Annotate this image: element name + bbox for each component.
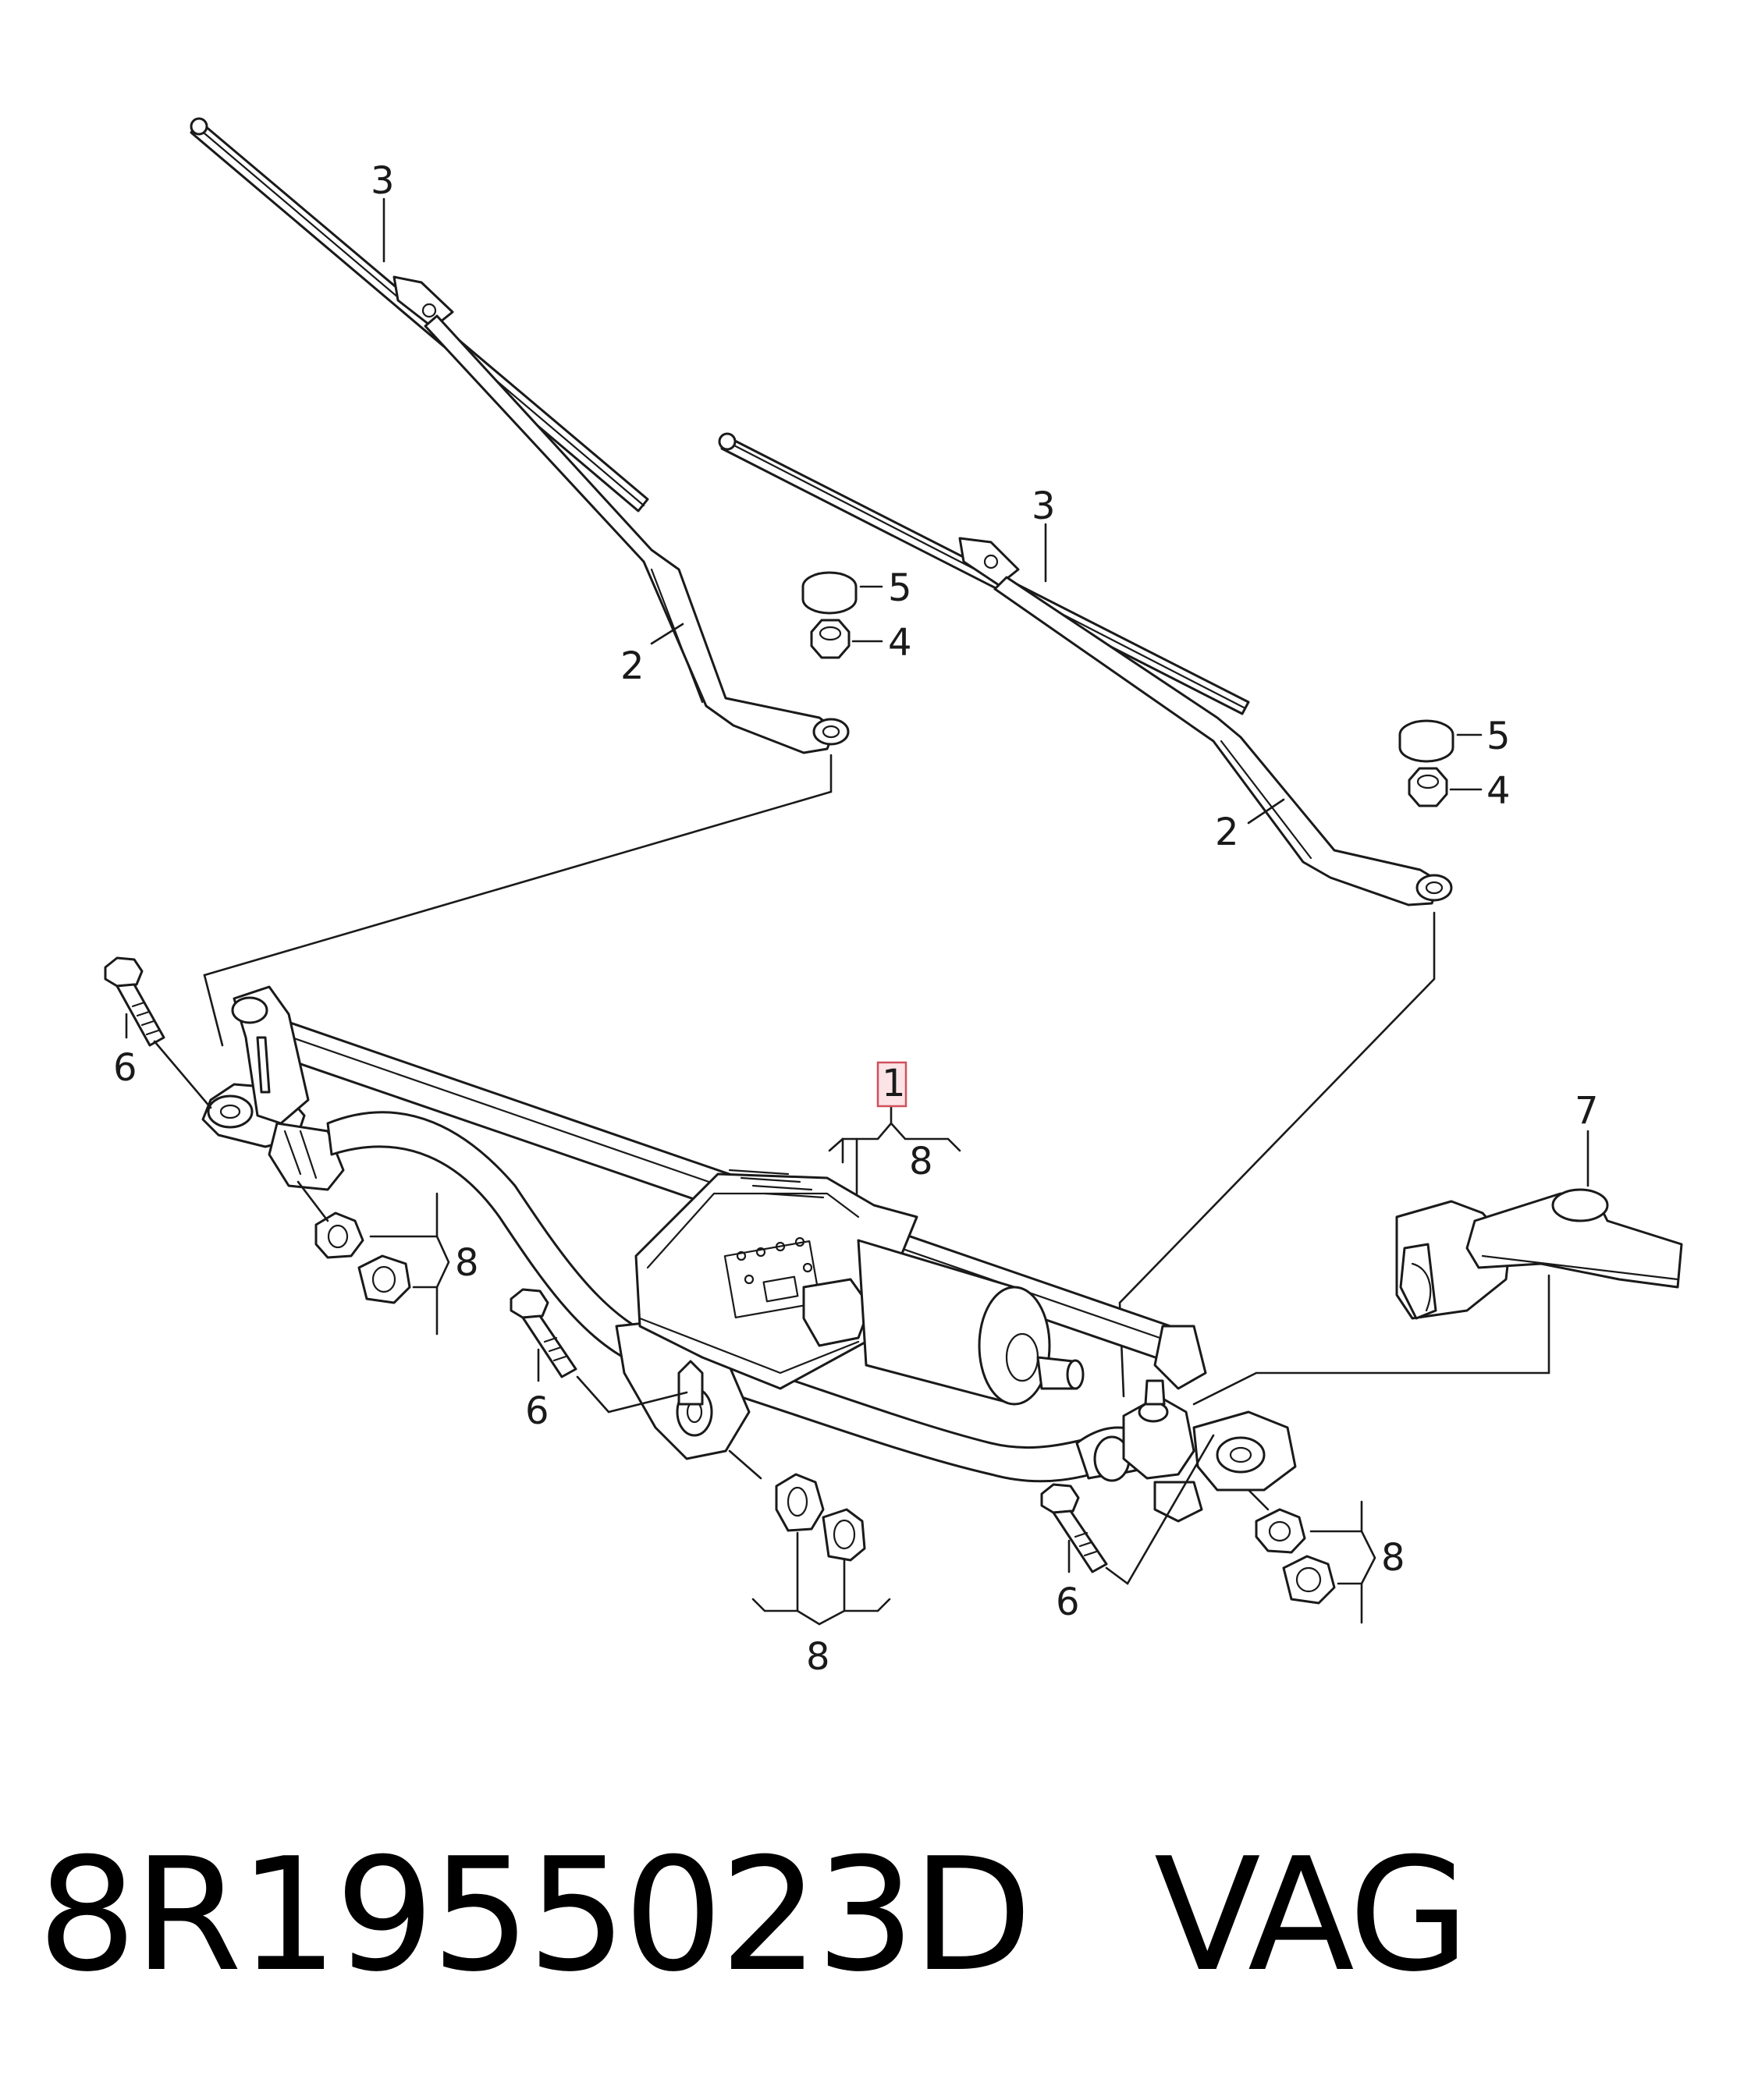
callout-5-left[interactable]: 5 xyxy=(888,566,912,610)
callout-8-left[interactable]: 8 xyxy=(455,1241,479,1285)
callout-6-middle[interactable]: 6 xyxy=(525,1389,549,1433)
leader-arm-left-to-spindle xyxy=(203,754,833,1047)
callout-8-right[interactable]: 8 xyxy=(1381,1536,1405,1580)
wiper-arm-right[interactable] xyxy=(993,576,1453,906)
callout-2-left[interactable]: 2 xyxy=(620,644,645,688)
callout-5-right[interactable]: 5 xyxy=(1486,715,1511,758)
rubber-mount-left[interactable] xyxy=(314,1211,411,1304)
bolt-middle[interactable] xyxy=(510,1288,577,1378)
bolt-right[interactable] xyxy=(1040,1483,1108,1573)
rubber-mount-right[interactable] xyxy=(1255,1508,1336,1605)
nut-right[interactable] xyxy=(1408,767,1448,807)
callout-6-left[interactable]: 6 xyxy=(113,1046,137,1090)
callout-1-highlight xyxy=(876,1061,907,1108)
brand-name: VAG xyxy=(1153,1824,1469,2006)
leader-arm-right-to-spindle xyxy=(1118,911,1436,1398)
callout-3-left[interactable]: 3 xyxy=(371,159,395,203)
sensor-bracket[interactable] xyxy=(1395,1188,1683,1320)
leader-lines xyxy=(125,197,1589,1626)
callout-4-right[interactable]: 4 xyxy=(1486,769,1511,813)
cap-left[interactable] xyxy=(801,571,858,615)
callout-7[interactable]: 7 xyxy=(1575,1089,1599,1133)
rubber-mount-bottom[interactable] xyxy=(775,1473,866,1562)
wiper-motor[interactable] xyxy=(634,1169,1085,1406)
callout-4-left[interactable]: 4 xyxy=(888,621,912,665)
part-number: 8R1955023D xyxy=(37,1824,1032,2006)
wiper-arm-left[interactable] xyxy=(424,314,850,754)
wiper-blade-right[interactable] xyxy=(718,432,1250,715)
callout-6-right[interactable]: 6 xyxy=(1056,1580,1080,1624)
callout-1[interactable]: 1 xyxy=(882,1062,906,1105)
callout-8-bottom[interactable]: 8 xyxy=(806,1635,830,1679)
nut-left[interactable] xyxy=(810,619,851,659)
wiper-blade-left[interactable] xyxy=(190,117,649,513)
cap-right[interactable] xyxy=(1398,719,1454,763)
callout-3-right[interactable]: 3 xyxy=(1032,484,1056,528)
part-caption: 8R1955023D VAG xyxy=(37,1825,1469,2006)
callout-8-top[interactable]: 8 xyxy=(909,1140,933,1183)
callout-2-right[interactable]: 2 xyxy=(1215,811,1239,854)
bolt-left[interactable] xyxy=(104,956,165,1047)
